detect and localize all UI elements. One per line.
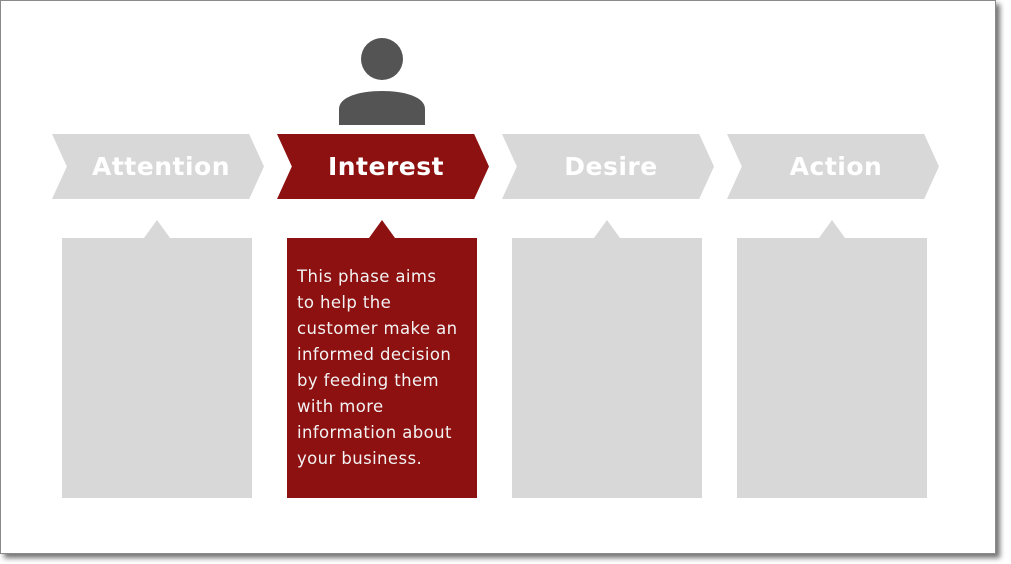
stage-box-desire [512, 220, 702, 498]
stage-chevron-attention: Attention [52, 134, 264, 199]
stage-label-action: Action [789, 152, 883, 181]
stage-label-interest: Interest [327, 152, 445, 181]
stage-chevron-desire: Desire [502, 134, 714, 199]
stage-description-interest: This phase aims to help the customer mak… [297, 267, 458, 468]
stage-label-desire: Desire [564, 152, 658, 181]
stage-box-action [737, 220, 927, 498]
stage-chevron-interest: Interest [277, 134, 489, 199]
person-icon [339, 38, 425, 125]
slide-canvas: Attention Interest Desire Action This ph… [0, 0, 996, 554]
stage-chevron-action: Action [727, 134, 939, 199]
stage-box-interest: This phase aims to help the customer mak… [287, 220, 477, 498]
stage-box-attention [62, 220, 252, 498]
stage-label-attention: Attention [92, 152, 230, 181]
